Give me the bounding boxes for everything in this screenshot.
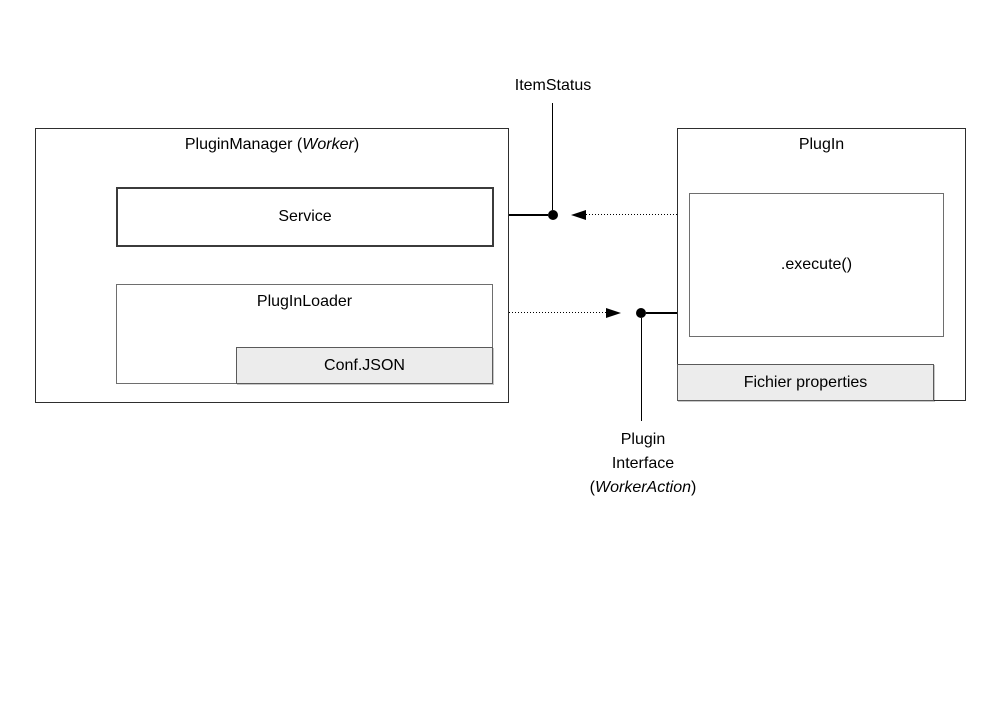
item-status-junction-dot <box>548 210 558 220</box>
conf-json-box: Conf.JSON <box>236 347 493 384</box>
plugin-interface-label-line3-italic: WorkerAction <box>594 479 692 496</box>
item-status-connector-line <box>552 103 553 210</box>
fichier-properties-box: Fichier properties <box>677 364 934 401</box>
plugin-interface-connector-line <box>641 318 642 421</box>
plugin-interface-label: Plugin Interface (WorkerAction) <box>543 428 743 500</box>
plugin-manager-title: PluginManager (Worker) <box>36 136 508 154</box>
plugin-interface-label-line1: Plugin <box>620 431 666 448</box>
service-junction-line <box>509 214 548 216</box>
loader-to-junction-dotted-line <box>509 312 606 313</box>
execute-box: .execute() <box>689 193 944 337</box>
arrowhead-left-icon <box>571 210 586 220</box>
plugin-loader-box: PlugInLoader Conf.JSON <box>116 284 493 384</box>
service-label: Service <box>278 208 332 225</box>
item-status-label: ItemStatus <box>514 77 592 94</box>
plugin-interface-label-line3-suffix: ) <box>691 479 697 496</box>
plugin-interface-label-line3-prefix: ( <box>589 479 595 496</box>
fichier-properties-label: Fichier properties <box>743 373 868 391</box>
plugin-manager-box: PluginManager (Worker) Service PlugInLoa… <box>35 128 509 403</box>
plugin-interface-label-line3: (WorkerAction) <box>543 476 743 500</box>
plugin-title: PlugIn <box>798 136 845 153</box>
arrowhead-right-icon <box>606 308 621 318</box>
plugin-interface-label-line2: Interface <box>611 455 675 472</box>
plugin-box: PlugIn .execute() Fichier properties <box>677 128 966 401</box>
plugin-to-junction-dotted-line <box>586 214 677 215</box>
plugin-interface-junction-dot <box>636 308 646 318</box>
plugin-loader-label: PlugInLoader <box>256 293 353 310</box>
plugin-manager-title-suffix: ) <box>353 136 360 153</box>
conf-json-label: Conf.JSON <box>324 356 405 374</box>
service-box: Service <box>116 187 494 247</box>
execute-label: .execute() <box>780 256 853 273</box>
plugin-manager-title-prefix: PluginManager ( <box>184 136 303 153</box>
plugin-manager-title-italic: Worker <box>302 136 354 153</box>
junction-to-plugin-line <box>646 312 677 314</box>
